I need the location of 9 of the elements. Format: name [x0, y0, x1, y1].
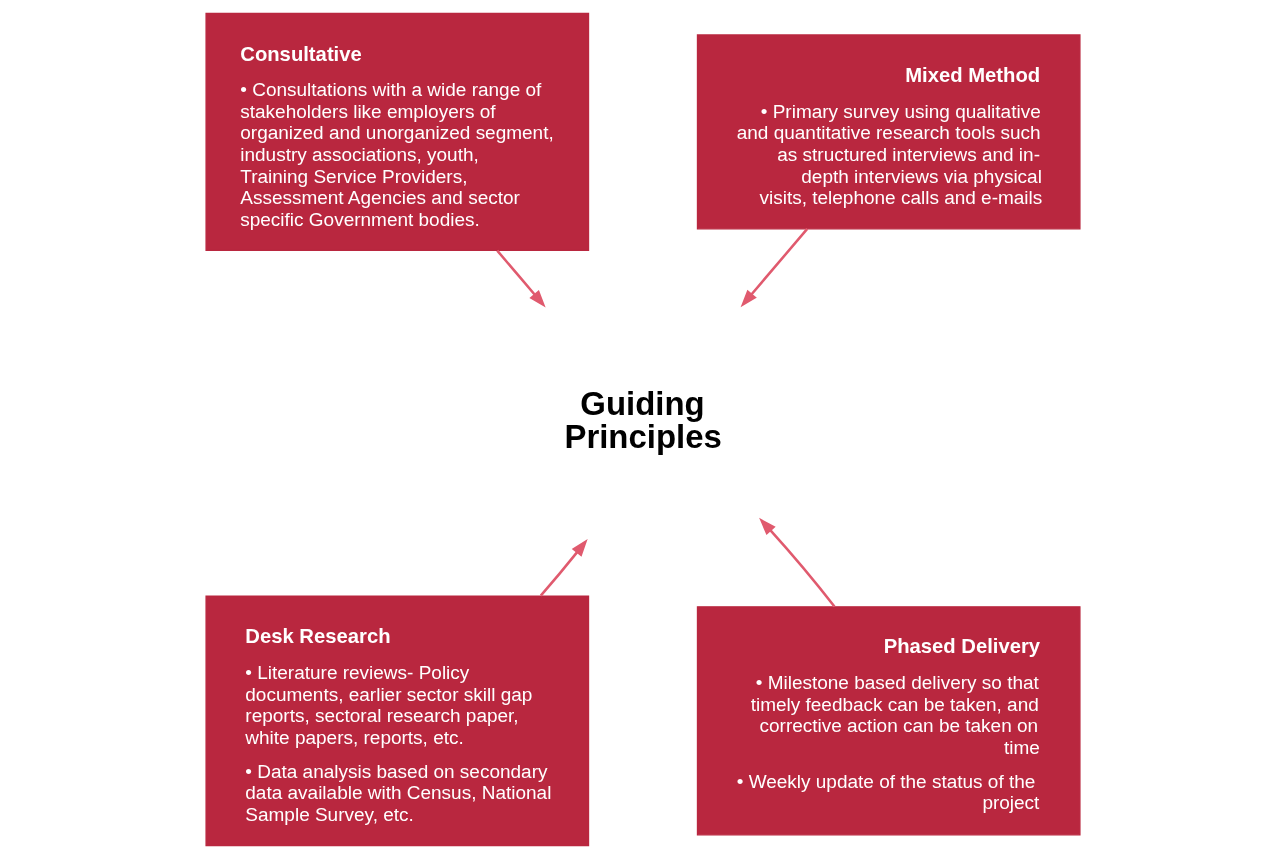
arrow	[496, 249, 546, 308]
node-text: Guiding Principles	[564, 385, 722, 456]
node-box: Consultative • Consultations with a wide range of stakeholders like employers of organized and unorganized segment, industry associations, youth, Training Service Providers, Assessment Agencies and sector specific Government bodies.	[205, 12, 590, 251]
arrow	[539, 538, 588, 597]
arrow	[759, 517, 836, 608]
node-box: Mixed Method • Primary survey using qualitative and quantitative research tools such as structured interviews and in-depth interviews via physical visits, telephone calls and e-mails	[696, 34, 1081, 230]
arrow	[740, 228, 809, 308]
node-box: Desk Research • Literature reviews- Policy documents, earlier sector skill gap reports, sectoral research paper, white papers, reports, etc. • Data analysis based on secondary data available with Census, National Sample Survey, etc.	[205, 595, 590, 847]
node-box: Phased Delivery • Milestone based delivery so that timely feedback can be taken, and corrective action can be taken on time • Weekly update of the status of the project	[696, 606, 1081, 836]
